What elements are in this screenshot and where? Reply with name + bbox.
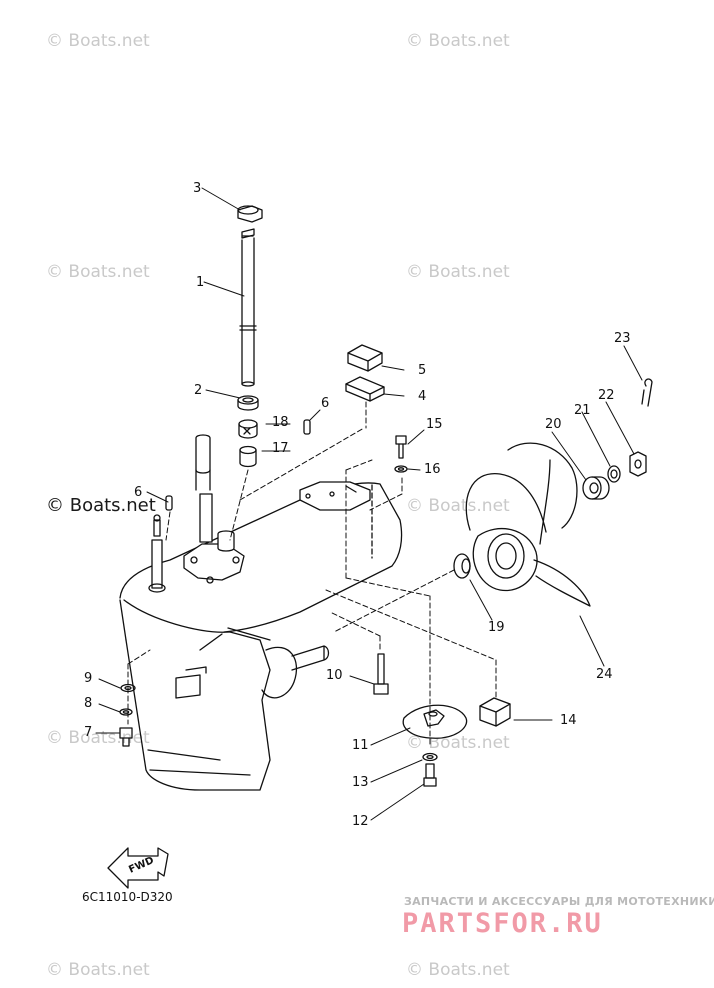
footer-brand-logo: PARTSFOR.RU [402, 908, 603, 939]
part-2-seal [237, 395, 259, 411]
part-20-spacer [582, 476, 610, 500]
part-11-trim-tab [402, 704, 468, 739]
watermark-1: © Boats.net [406, 31, 510, 51]
diagram-code: 6C11010-D320 [82, 890, 173, 904]
label-part-18: 18 [272, 415, 289, 430]
watermark-5: © Boats.net [46, 728, 150, 748]
label-part-5: 5 [418, 363, 427, 378]
label-part-21: 21 [574, 403, 591, 418]
label-part-20: 20 [545, 417, 562, 432]
label-part-3: 3 [193, 181, 202, 196]
label-part-8: 8 [84, 696, 93, 711]
label-part-14: 14 [560, 713, 577, 728]
label-part-22: 22 [598, 388, 615, 403]
part-8-washer [119, 708, 133, 716]
part-24-propeller [465, 442, 591, 607]
part-17-collar [239, 445, 257, 468]
label-part-1: 1 [196, 275, 205, 290]
part-18-bushing [238, 419, 258, 439]
label-part-12: 12 [352, 814, 369, 829]
watermark-3: © Boats.net [406, 262, 510, 282]
label-part-16: 16 [424, 462, 441, 477]
watermark-2: © Boats.net [46, 262, 150, 282]
label-part-24: 24 [596, 667, 613, 682]
fwd-arrow-icon: FWD [107, 847, 169, 889]
part-6-dowel-pin-left [165, 495, 173, 511]
part-5-rubber [347, 344, 383, 372]
part-16-washer [394, 465, 408, 473]
label-part-2: 2 [194, 383, 203, 398]
part-22-nut [629, 451, 647, 477]
label-part-23: 23 [614, 331, 631, 346]
leader-lines [95, 187, 643, 821]
part-4-rubber [345, 376, 385, 402]
watermark-0: © Boats.net [46, 31, 150, 51]
part-21-washer [607, 465, 621, 483]
part-6-dowel-pin-right [303, 419, 311, 435]
label-part-19: 19 [488, 620, 505, 635]
part-13-washer [422, 752, 438, 762]
label-part-7: 7 [84, 725, 93, 740]
label-part-10: 10 [326, 668, 343, 683]
part-12-bolt [423, 763, 437, 787]
label-part-6-right: 6 [321, 396, 330, 411]
part-10-bolt [373, 653, 389, 695]
label-part-11: 11 [352, 738, 369, 753]
footer-tagline: ЗАПЧАСТИ И АКСЕССУАРЫ ДЛЯ МОТОТЕХНИКИ [404, 895, 714, 908]
watermark-prominent: © Boats.net [46, 495, 156, 516]
label-part-6-left: 6 [134, 485, 143, 500]
gearcase-housing [119, 481, 403, 791]
label-part-15: 15 [426, 417, 443, 432]
label-part-17: 17 [272, 441, 289, 456]
drive-shaft-housing [183, 434, 245, 584]
assembly-lines [127, 401, 497, 745]
watermark-4: © Boats.net [406, 496, 510, 516]
part-15-bolt [395, 435, 407, 459]
part-7-bolt [119, 727, 133, 747]
part-3-bushing [237, 205, 263, 223]
shift-rod [148, 514, 166, 593]
part-23-cotter-pin [641, 378, 653, 407]
label-part-13: 13 [352, 775, 369, 790]
watermark-7: © Boats.net [46, 960, 150, 980]
label-part-4: 4 [418, 389, 427, 404]
part-19-thrust-washer [453, 553, 471, 579]
label-part-9: 9 [84, 671, 93, 686]
part-1-shaft [239, 228, 257, 387]
watermark-8: © Boats.net [406, 960, 510, 980]
part-14-anode [479, 697, 511, 727]
